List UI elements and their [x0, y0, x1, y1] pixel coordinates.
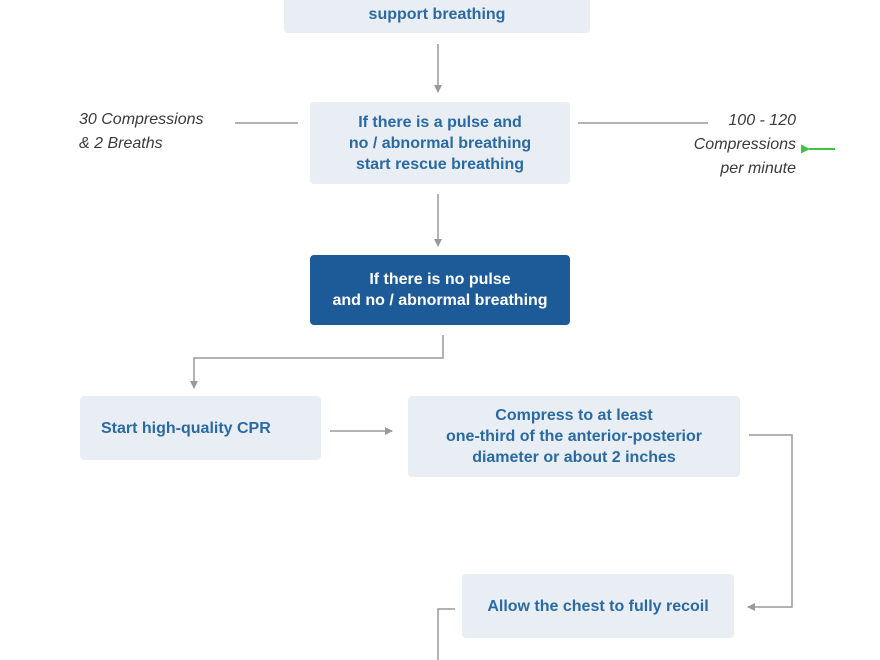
box-compress-depth: Compress to at least one-third of the an…	[408, 396, 740, 477]
box-no-pulse: If there is no pulse and no / abnormal b…	[310, 255, 570, 325]
box-start-cpr: Start high-quality CPR	[80, 396, 321, 460]
box-support-breathing: support breathing	[284, 0, 590, 33]
note-compression-ratio: 30 Compressions & 2 Breaths	[79, 111, 204, 152]
arrow-no-pulse-to-cpr	[190, 335, 444, 389]
box-no-pulse-text: If there is no pulse and no / abnormal b…	[332, 271, 548, 309]
connector-recoil-out	[437, 608, 455, 660]
note-compression-rate: 100 - 120 Compressions per minute	[693, 112, 796, 177]
box-chest-recoil-text: Allow the chest to fully recoil	[487, 597, 709, 615]
arrow-compress-to-recoil	[747, 434, 793, 611]
box-support-breathing-text: support breathing	[368, 6, 506, 23]
box-compress-depth-text: Compress to at least one-third of the an…	[446, 407, 702, 466]
box-chest-recoil: Allow the chest to fully recoil	[462, 574, 734, 638]
box-start-cpr-text: Start high-quality CPR	[101, 419, 271, 437]
box-pulse-rescue-breathing: If there is a pulse and no / abnormal br…	[310, 102, 570, 184]
box-pulse-rescue-breathing-text: If there is a pulse and no / abnormal br…	[348, 113, 532, 173]
